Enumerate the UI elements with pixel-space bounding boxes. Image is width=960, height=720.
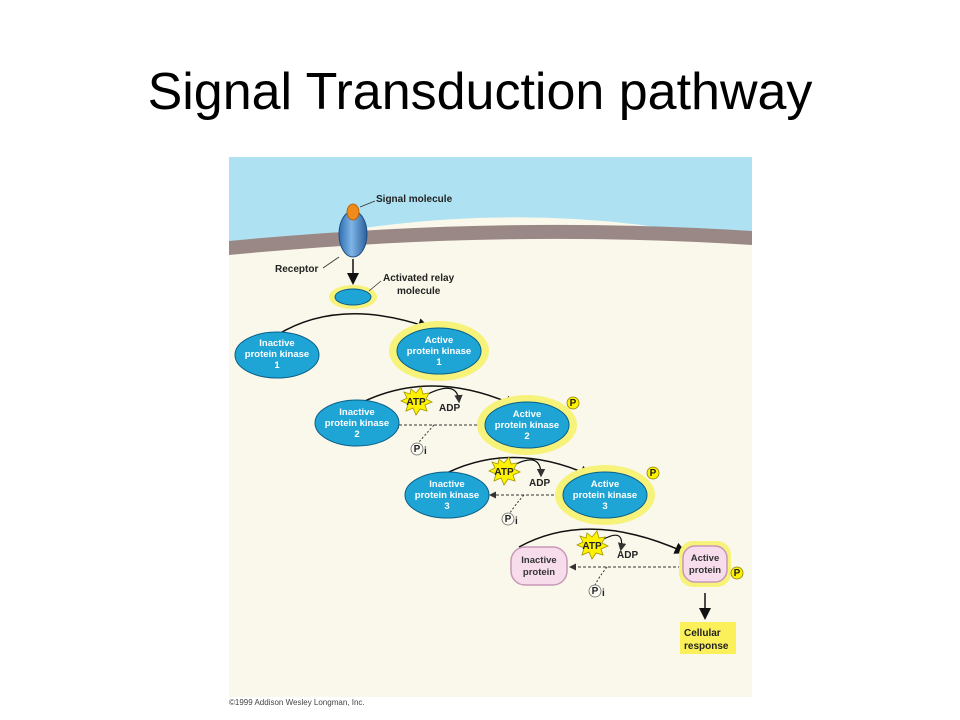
inactive-protein: Inactive protein [510, 546, 568, 586]
relay-molecule [334, 288, 372, 306]
phosphate-kinase2: P [566, 396, 580, 410]
svg-text:protein kinase: protein kinase [245, 349, 309, 360]
relay-label-line1: Activated relay [383, 273, 455, 284]
active-protein-kinase-2: Active protein kinase 2 [477, 395, 577, 455]
svg-text:2: 2 [354, 429, 359, 440]
extracellular-space [229, 157, 752, 255]
atp-adp-curve-3 [601, 534, 627, 552]
receptor-label-line [322, 256, 340, 269]
atp-star-3: ATP [576, 530, 609, 560]
signal-molecule-shape [346, 203, 360, 221]
relay-label-line2: molecule [397, 286, 441, 297]
pi-arrow-4 [594, 566, 608, 586]
phosphate-kinase3: P [646, 466, 660, 480]
svg-text:Active: Active [425, 335, 454, 346]
svg-text:protein kinase: protein kinase [573, 490, 637, 501]
svg-text:Active: Active [591, 479, 620, 490]
adp-label-2: ADP [529, 478, 550, 489]
arc-kinase3 [438, 456, 592, 478]
active-protein-kinase-1: Active protein kinase 1 [389, 321, 489, 381]
svg-text:Active: Active [691, 553, 720, 564]
svg-text:P: P [734, 568, 741, 579]
svg-text:protein kinase: protein kinase [407, 346, 471, 357]
svg-text:2: 2 [524, 431, 529, 442]
phosphate-protein: P [730, 566, 744, 580]
atp-adp-curve-1 [425, 387, 463, 404]
atp-adp-curve-2 [513, 459, 546, 478]
active-protein: Active protein [679, 541, 731, 587]
adp-label-3: ADP [617, 550, 638, 561]
svg-text:ATP: ATP [582, 541, 602, 552]
svg-text:P: P [414, 444, 421, 455]
signal-molecule-label: Signal molecule [376, 194, 453, 205]
svg-text:3: 3 [602, 501, 607, 512]
arc-kinase1 [276, 313, 430, 336]
signal-transduction-diagram: Signal molecule Receptor Activated relay… [229, 157, 752, 697]
svg-text:Inactive: Inactive [339, 407, 374, 418]
inactive-protein-kinase-3: Inactive protein kinase 3 [404, 471, 490, 519]
svg-text:1: 1 [436, 357, 442, 368]
svg-text:protein kinase: protein kinase [325, 418, 389, 429]
released-pi-3: P i [588, 584, 605, 599]
svg-text:i: i [515, 516, 518, 527]
cellular-response-box: Cellular response [680, 622, 736, 654]
arc-protein [518, 528, 687, 554]
atp-star-2: ATP [488, 456, 521, 486]
slide-title: Signal Transduction pathway [147, 63, 813, 121]
svg-text:protein kinase: protein kinase [415, 490, 479, 501]
svg-text:ATP: ATP [494, 467, 514, 478]
svg-text:protein kinase: protein kinase [495, 420, 559, 431]
svg-text:i: i [424, 446, 427, 457]
svg-text:P: P [505, 514, 512, 525]
svg-text:Inactive: Inactive [259, 338, 294, 349]
active-protein-kinase-3: Active protein kinase 3 [555, 465, 655, 525]
pi-arrow-3 [509, 494, 525, 514]
svg-text:P: P [650, 468, 657, 479]
relay-label-line [368, 280, 382, 292]
svg-text:response: response [684, 641, 729, 652]
svg-text:3: 3 [444, 501, 449, 512]
signal-label-line [359, 200, 376, 208]
svg-text:i: i [602, 588, 605, 599]
arc-kinase2 [356, 385, 517, 407]
svg-text:ATP: ATP [406, 397, 426, 408]
svg-text:Active: Active [513, 409, 542, 420]
svg-text:P: P [570, 398, 577, 409]
inactive-protein-kinase-1: Inactive protein kinase 1 [234, 331, 320, 379]
released-pi-1: P i [410, 442, 427, 457]
atp-star-1: ATP [400, 386, 433, 416]
svg-text:Inactive: Inactive [429, 479, 464, 490]
inactive-protein-kinase-2: Inactive protein kinase 2 [314, 399, 400, 447]
svg-text:protein: protein [523, 567, 555, 578]
adp-label-1: ADP [439, 403, 460, 414]
svg-text:P: P [592, 586, 599, 597]
copyright-text: ©1999 Addison Wesley Longman, Inc. [229, 698, 365, 707]
svg-text:1: 1 [274, 360, 280, 371]
svg-text:Cellular: Cellular [684, 628, 721, 639]
receptor-label: Receptor [275, 264, 318, 275]
released-pi-2: P i [501, 512, 518, 527]
svg-text:protein: protein [689, 565, 721, 576]
pi-arrow-2 [418, 424, 435, 443]
svg-text:Inactive: Inactive [521, 555, 556, 566]
